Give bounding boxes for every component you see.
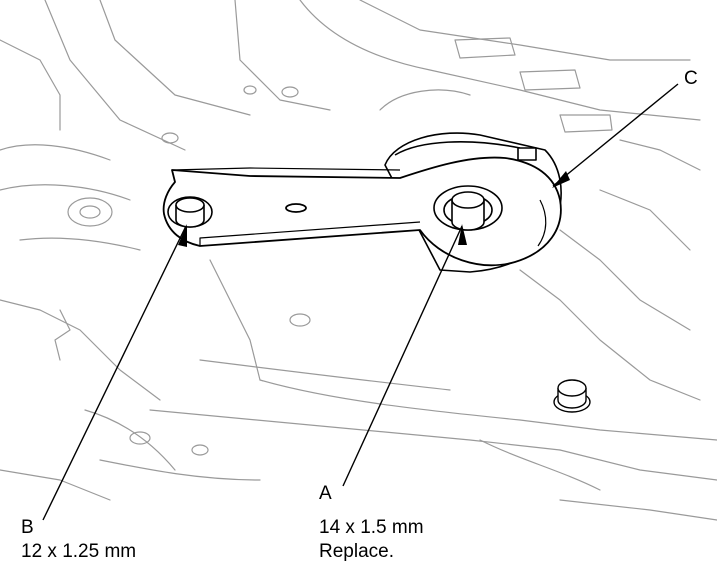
leader-line-c <box>552 83 679 187</box>
leader-line-a <box>342 225 463 487</box>
leader-line-b <box>42 225 187 521</box>
callout-c-letter: C <box>684 68 698 89</box>
callout-a-letter: A <box>319 483 332 504</box>
subframe-bolt <box>553 379 591 413</box>
leader-arrowheads <box>178 171 570 247</box>
leader-lines <box>42 83 679 521</box>
arrowhead-a <box>458 224 467 245</box>
bolt-b-shape <box>167 196 213 228</box>
background-chassis-lines <box>0 0 717 521</box>
callout-b-bolt-spec: 12 x 1.25 mm <box>21 541 137 562</box>
callout-b-letter: B <box>21 517 34 538</box>
callout-a-bolt-spec: 14 x 1.5 mm <box>319 517 424 538</box>
arrowhead-c <box>552 171 570 188</box>
bolt-a-shape <box>433 185 503 231</box>
arrowhead-b <box>178 224 187 247</box>
callout-a-replace-note: Replace. <box>319 541 394 562</box>
